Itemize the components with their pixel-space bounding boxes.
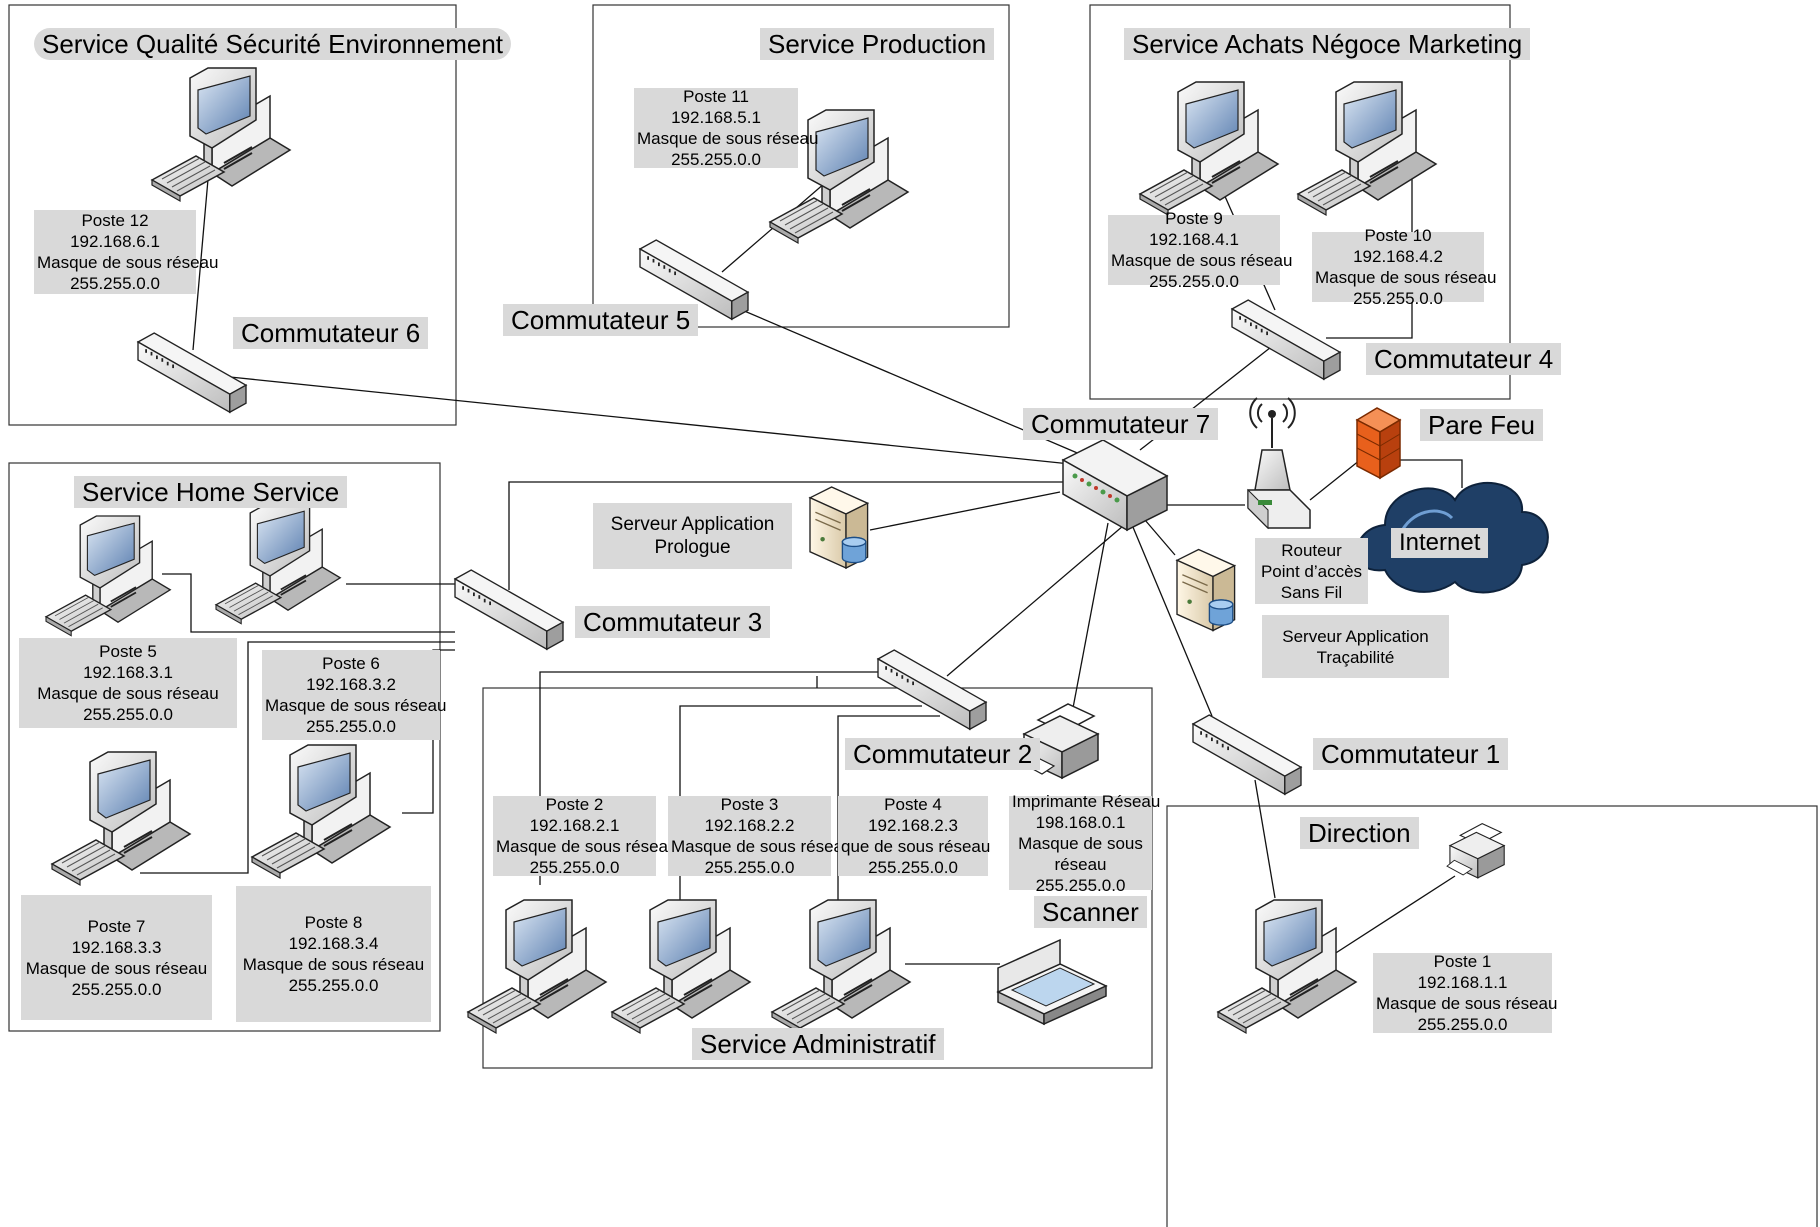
zone-title-home: Service Home Service	[74, 476, 348, 508]
desktop-computer-icon	[611, 899, 751, 1034]
wireless-router-icon	[1247, 397, 1311, 530]
switch-label-5: Commutateur 5	[503, 304, 699, 336]
desktop-computer-icon	[45, 515, 172, 637]
core-switch-icon	[1061, 439, 1169, 532]
server-icon	[1176, 548, 1236, 632]
zone-production	[592, 4, 1010, 328]
switch-label-2: Commutateur 2	[845, 738, 1041, 770]
network-switch-icon	[1231, 299, 1341, 380]
desktop-computer-icon	[215, 503, 342, 625]
scanner-icon	[996, 938, 1108, 1026]
zone-title-direction: Direction	[1300, 817, 1419, 849]
network-switch-icon	[1192, 714, 1302, 795]
scanner-label: Scanner	[1034, 896, 1147, 928]
desktop-computer-icon	[467, 899, 607, 1034]
firewall-icon	[1355, 407, 1402, 480]
desktop-computer-icon	[251, 744, 391, 879]
desktop-computer-icon	[1217, 899, 1357, 1034]
zone-direction	[1166, 805, 1818, 1227]
firewall-label: Pare Feu	[1420, 409, 1543, 441]
switch-label-1: Commutateur 1	[1313, 738, 1509, 770]
desktop-computer-icon	[1139, 81, 1279, 216]
zone-title-production: Service Production	[760, 28, 995, 60]
desktop-computer-icon	[771, 899, 911, 1034]
zone-title-achats: Service Achats Négoce Marketing	[1124, 28, 1531, 60]
zone-qualite	[8, 4, 457, 426]
switch-label-7: Commutateur 7	[1023, 408, 1219, 440]
network-switch-icon	[877, 649, 987, 730]
server-icon	[809, 486, 869, 569]
zone-home-service	[8, 462, 441, 1032]
switch-label-4: Commutateur 4	[1366, 343, 1562, 375]
desktop-computer-icon	[51, 751, 191, 886]
zone-achats	[1089, 4, 1511, 400]
zone-title-administratif: Service Administratif	[692, 1028, 944, 1060]
zone-title-qualite: Service Qualité Sécurité Environnement	[34, 28, 512, 60]
desktop-computer-icon	[151, 67, 291, 202]
network-switch-icon	[137, 332, 247, 413]
internet-label: Internet	[1391, 528, 1489, 558]
switch-label-6: Commutateur 6	[233, 317, 429, 349]
switch-label-3: Commutateur 3	[575, 606, 771, 638]
printer-icon	[1446, 823, 1505, 879]
desktop-computer-icon	[1297, 81, 1437, 216]
